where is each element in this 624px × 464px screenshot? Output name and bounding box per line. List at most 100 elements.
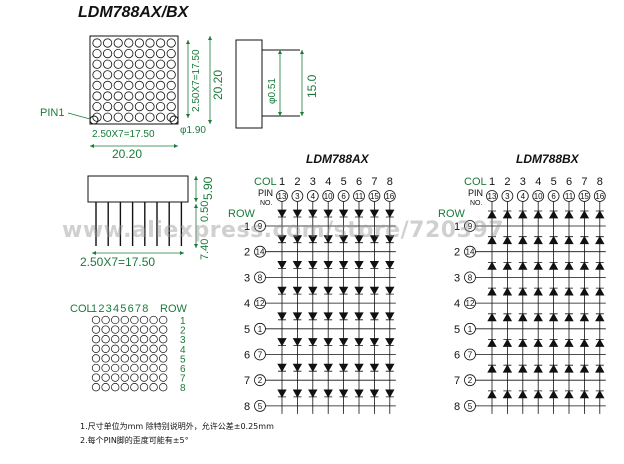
led-dot: [124, 102, 134, 112]
led-dot: [120, 344, 129, 353]
row-pin-number: 7: [258, 351, 263, 360]
led-dot: [134, 80, 144, 91]
led-diode: [579, 287, 590, 296]
note-1: 1.尺寸单位为mm 除特别说明外，允许公差±0.25mm: [80, 421, 274, 431]
led-diode: [338, 363, 349, 373]
led-dot: [166, 38, 176, 48]
col-number: 7: [371, 176, 377, 188]
pin1-pad: [89, 115, 99, 125]
col-pin-number: 4: [311, 192, 316, 201]
top-view: [89, 35, 179, 125]
led-diode: [338, 235, 349, 244]
led-dot: [166, 112, 176, 122]
led-diode: [564, 338, 574, 347]
led-dot: [120, 354, 129, 363]
led-dot: [101, 335, 110, 344]
led-diode: [369, 209, 380, 218]
led-diode: [595, 312, 605, 322]
led-diode: [548, 287, 559, 296]
corner-pad: [169, 115, 179, 125]
led-dot: [149, 354, 158, 363]
led-dot: [113, 112, 123, 122]
led-diode: [564, 364, 574, 373]
led-dot: [103, 112, 113, 122]
no-label: NO.: [470, 200, 483, 207]
pin-label: PIN: [258, 188, 273, 198]
led-diode: [579, 364, 590, 373]
led-dot: [166, 102, 176, 112]
led-diode: [595, 287, 605, 296]
led-dot: [156, 80, 166, 91]
led-dot: [130, 354, 139, 363]
row-pin-number: 14: [256, 248, 265, 257]
led-diode: [518, 261, 528, 270]
side-view: [235, 39, 300, 129]
col-number: 5: [551, 176, 557, 188]
led-diode: [487, 235, 497, 245]
led-diode: [354, 363, 364, 373]
led-dot: [159, 373, 168, 382]
col-label: COL: [464, 176, 487, 188]
dim-body-h: 5.90: [201, 176, 215, 200]
led-diode: [354, 389, 364, 398]
led-dot: [134, 112, 144, 122]
led-dot: [130, 363, 139, 373]
schematic-title: LDM788AX: [306, 152, 370, 166]
led-diode: [277, 235, 287, 244]
led-diode: [385, 235, 395, 244]
led-diode: [369, 363, 380, 373]
dim-pin-pitch: 0.50: [199, 201, 211, 222]
led-dot: [113, 102, 123, 112]
led-dot: [91, 315, 101, 325]
led-dot: [103, 59, 113, 69]
led-dot: [111, 383, 120, 392]
led-diode: [595, 338, 605, 347]
schematic-ldm788bx: LDM788BXCOLPINNO.ROW11323344105661171581…: [438, 152, 606, 414]
led-dot: [130, 383, 139, 392]
led-dot: [166, 48, 176, 59]
led-diode: [338, 209, 349, 218]
led-diode: [323, 363, 333, 373]
led-dot: [111, 354, 120, 363]
led-dot: [101, 354, 110, 363]
row-pin-number: 12: [256, 299, 265, 308]
led-dot: [101, 325, 110, 334]
led-diode: [548, 338, 559, 347]
col-number: 6: [356, 176, 362, 188]
led-diode: [292, 209, 303, 218]
row-number: 5: [454, 324, 460, 336]
led-dot: [149, 325, 158, 334]
led-diode: [277, 338, 287, 347]
led-dot: [103, 48, 113, 59]
row-pin-number: 9: [258, 222, 263, 231]
led-dot: [156, 70, 166, 80]
led-diode: [595, 210, 605, 219]
row-number: 3: [244, 272, 250, 284]
row-label: ROW: [438, 208, 466, 220]
led-dot: [91, 344, 101, 353]
led-diode: [385, 389, 395, 398]
led-diode: [354, 286, 364, 295]
led-diode: [292, 235, 303, 244]
led-diode: [369, 312, 380, 321]
led-diode: [533, 261, 543, 270]
led-dot: [159, 325, 168, 334]
led-dot: [134, 48, 144, 59]
dim-total-h: 20.20: [112, 147, 142, 161]
col-pin-number: 11: [565, 192, 574, 201]
col-pin-number: 13: [278, 192, 287, 201]
col-number: 3: [310, 176, 316, 188]
row-pin-number: 7: [468, 351, 473, 360]
led-dot: [111, 335, 120, 344]
led-diode: [292, 312, 303, 321]
led-diode: [579, 210, 590, 219]
dim-total-v: 20.20: [211, 70, 225, 100]
led-dot: [113, 59, 123, 69]
led-dot: [139, 354, 149, 363]
led-diode: [548, 364, 559, 373]
led-diode: [564, 287, 574, 296]
led-diode: [595, 261, 605, 270]
led-dot: [91, 325, 101, 334]
dim-side-v: 2.50X7=17.50: [191, 49, 202, 112]
led-dot: [124, 48, 134, 59]
